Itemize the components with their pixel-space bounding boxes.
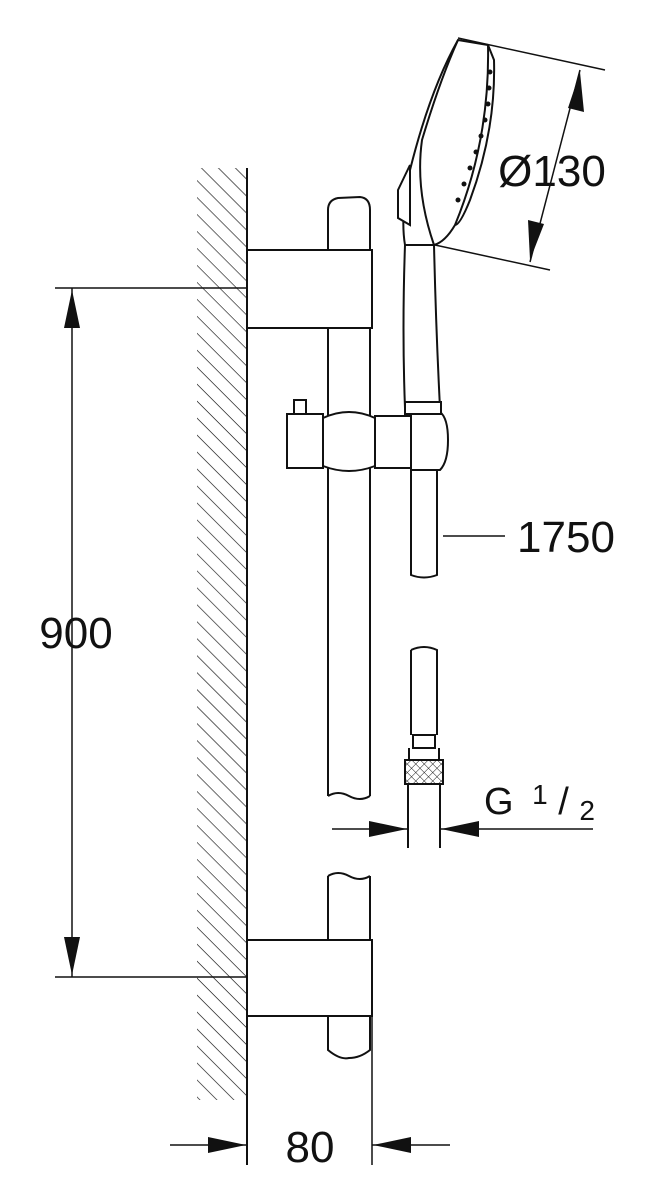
thread-main-text: G: [484, 781, 514, 823]
thread-denominator: 2: [579, 795, 595, 826]
thread-dimension: [332, 821, 593, 837]
slide-rail: [327, 195, 371, 1060]
thread-slash: /: [558, 781, 569, 823]
shower-hose: [404, 470, 444, 848]
hand-shower: [397, 38, 496, 415]
thread-numerator: 1: [532, 779, 548, 810]
thread-label: G 1 / 2: [484, 771, 595, 826]
diameter-label: Ø130: [498, 147, 606, 196]
wall: [197, 168, 248, 1165]
wall-offset-label: 80: [286, 1123, 335, 1172]
upper-wall-bracket: [246, 249, 373, 329]
rail-height-dimension: [55, 287, 247, 978]
rail-height-label: 900: [39, 609, 112, 658]
wall-offset-dimension: [170, 1016, 450, 1165]
lower-wall-bracket: [246, 939, 373, 1017]
diameter-dimension: [434, 37, 606, 271]
sliding-holder: [286, 399, 450, 472]
hose-length-label: 1750: [517, 513, 615, 562]
